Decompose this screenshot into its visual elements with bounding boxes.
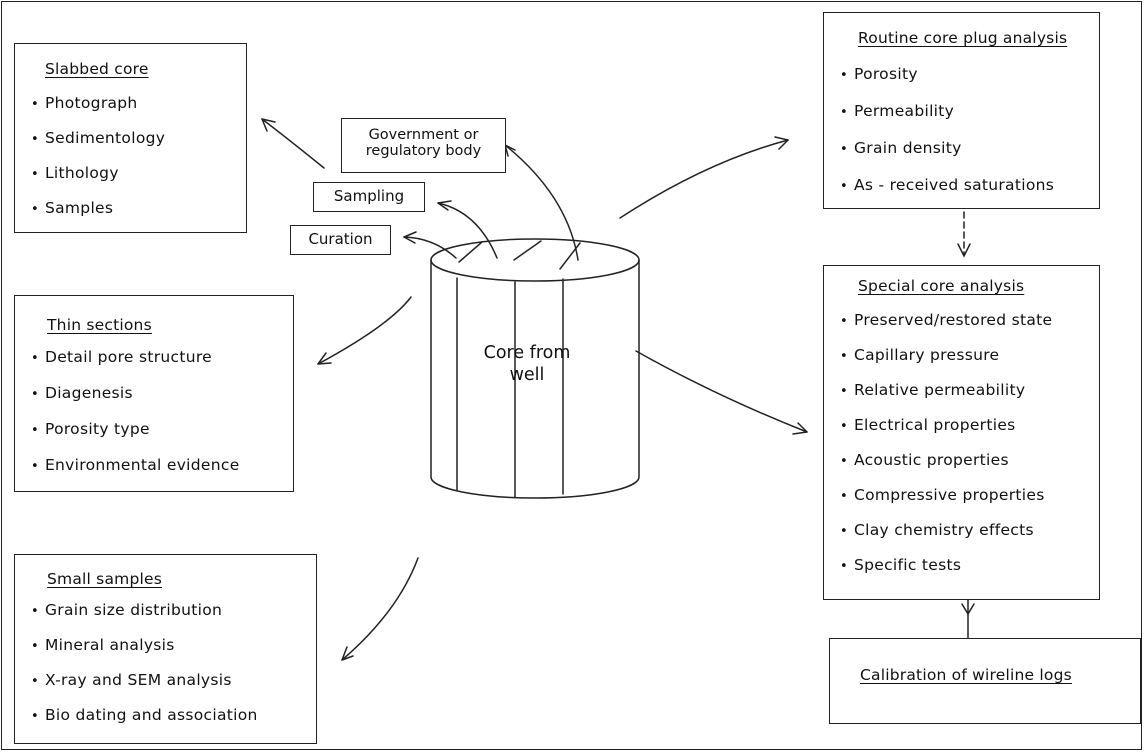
curation-label: Curation [290, 225, 391, 255]
list-item: Bio dating and association [31, 706, 258, 741]
routine-core-plug-title: Routine core plug analysis [858, 29, 1068, 47]
government-label-line2: regulatory body [365, 143, 482, 159]
sampling-label: Sampling [313, 182, 425, 212]
thin-sections-title: Thin sections [47, 316, 152, 334]
list-item: Specific tests [840, 556, 1052, 591]
list-item: Acoustic properties [840, 451, 1052, 486]
arrow-to-government [504, 144, 579, 261]
list-item: Mineral analysis [31, 636, 258, 671]
routine-core-plug-box: Routine core plug analysis Porosity Perm… [823, 12, 1100, 209]
cylinder-top-crack [559, 242, 581, 270]
core-label-line1: Core from [483, 343, 571, 363]
calibration-box: Calibration of wireline logs [829, 638, 1141, 724]
list-item: Electrical properties [840, 416, 1052, 451]
special-core-analysis-box: Special core analysis Preserved/restored… [823, 265, 1100, 600]
list-item: Capillary pressure [840, 346, 1052, 381]
list-item: Compressive properties [840, 486, 1052, 521]
arrow-to-curation [403, 236, 457, 259]
list-item: Photograph [31, 94, 165, 129]
cylinder-top-crack [513, 240, 542, 261]
government-label: Government or regulatory body [341, 118, 506, 173]
routine-core-plug-list: Porosity Permeability Grain density As -… [840, 65, 1054, 213]
list-item: Clay chemistry effects [840, 521, 1052, 556]
arrow-to-slabbed-core [261, 118, 325, 169]
thin-sections-box: Thin sections Detail pore structure Diag… [14, 295, 294, 492]
special-core-analysis-title: Special core analysis [858, 277, 1025, 295]
small-samples-box: Small samples Grain size distribution Mi… [14, 554, 317, 744]
thin-sections-list: Detail pore structure Diagenesis Porosit… [31, 348, 240, 492]
arrow-to-special [635, 350, 808, 433]
special-core-analysis-list: Preserved/restored state Capillary press… [840, 311, 1052, 591]
list-item: X-ray and SEM analysis [31, 671, 258, 706]
list-item: Lithology [31, 164, 165, 199]
slabbed-core-title: Slabbed core [45, 60, 149, 78]
government-label-line1: Government or [368, 127, 479, 143]
slabbed-core-box: Slabbed core Photograph Sedimentology Li… [14, 43, 247, 233]
small-samples-title: Small samples [47, 570, 163, 588]
arrow-to-small-samples [341, 557, 419, 661]
cylinder-body [430, 259, 640, 499]
list-item: Samples [31, 199, 165, 234]
arrow-to-thin-sections [317, 296, 412, 365]
cylinder-top-crack [458, 241, 483, 263]
calibration-title: Calibration of wireline logs [860, 666, 1072, 684]
list-item: Grain size distribution [31, 601, 258, 636]
list-item: Environmental evidence [31, 456, 240, 492]
list-item: Permeability [840, 102, 1054, 139]
arrow-to-routine [619, 139, 789, 219]
list-item: Porosity [840, 65, 1054, 102]
list-item: Preserved/restored state [840, 311, 1052, 346]
list-item: As - received saturations [840, 176, 1054, 213]
list-item: Diagenesis [31, 384, 240, 420]
arrow-to-sampling [437, 202, 498, 259]
small-samples-list: Grain size distribution Mineral analysis… [31, 601, 258, 741]
list-item: Porosity type [31, 420, 240, 456]
core-from-well-label: Core from well [462, 342, 592, 386]
list-item: Relative permeability [840, 381, 1052, 416]
list-item: Detail pore structure [31, 348, 240, 384]
list-item: Grain density [840, 139, 1054, 176]
core-label-line2: well [509, 365, 545, 385]
slabbed-core-list: Photograph Sedimentology Lithology Sampl… [31, 94, 165, 234]
list-item: Sedimentology [31, 129, 165, 164]
